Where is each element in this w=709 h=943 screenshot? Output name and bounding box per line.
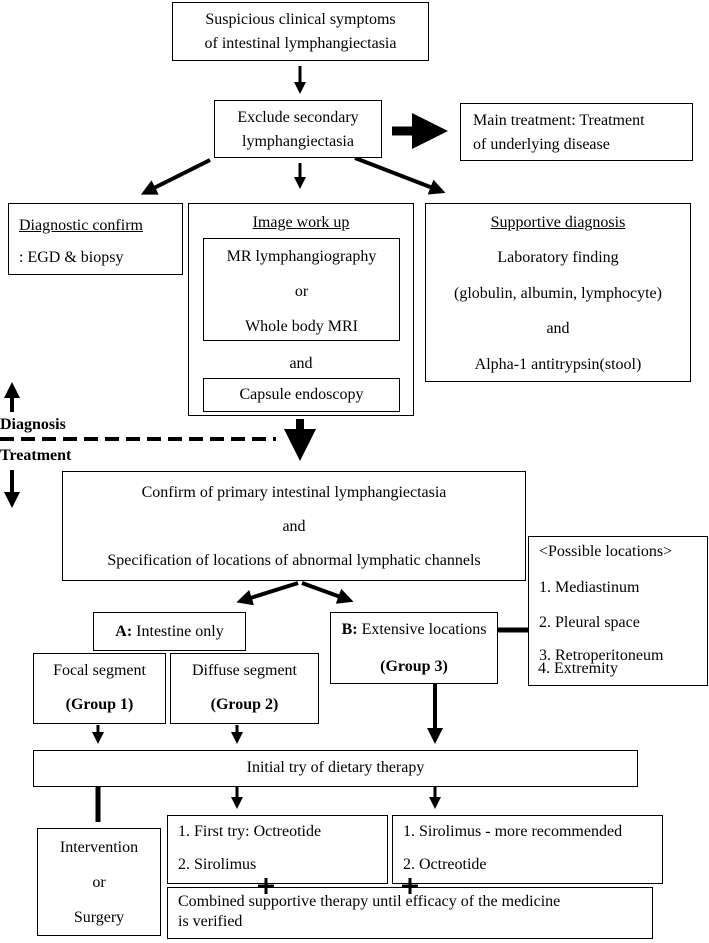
node-text: 3. Retroperitoneum — [529, 647, 664, 665]
group-label: (Group 1) — [65, 696, 134, 713]
node-text: 2. Sirolimus — [178, 856, 257, 873]
node-text: 1. First try: Octreotide — [178, 823, 322, 840]
arrow-to-intestine-only — [236, 581, 299, 606]
node-text: Exclude secondary — [237, 109, 359, 126]
node-text: Extensive locations — [357, 621, 487, 638]
focal-box: Focal segment (Group 1) — [33, 653, 166, 724]
node-title: Diagnostic confirm — [19, 217, 143, 234]
dietary-box: Initial try of dietary therapy — [33, 750, 638, 787]
node-text: 1. Mediastinum — [539, 579, 640, 596]
main-treatment-box: Main treatment: Treatment of underlying … — [460, 103, 693, 161]
node-text: (globulin, albumin, lymphocyte) — [454, 285, 662, 302]
combined-box: Combined supportive therapy until effica… — [167, 887, 653, 939]
group-label: (Group 2) — [210, 696, 279, 713]
arrow-to-extensive — [301, 581, 354, 604]
arrow-to-diagnostic-confirm — [140, 158, 211, 195]
node-text: or — [92, 874, 106, 891]
node-text: Specification of locations of abnormal l… — [107, 552, 481, 569]
exclude-box: Exclude secondary lymphangiectasia — [214, 100, 382, 158]
node-text: of underlying disease — [473, 136, 610, 153]
node-text: Intervention — [59, 839, 139, 856]
node-text: MR lymphangiography — [226, 248, 377, 265]
node-text: Confirm of primary intestinal lymphangie… — [141, 484, 447, 501]
diagnosis-label: Diagnosis — [0, 416, 66, 433]
intestine-only-box: A: Intestine only — [93, 612, 246, 651]
node-text: Focal segment — [53, 662, 146, 679]
symptoms-box: Suspicious clinical symptoms of intestin… — [172, 2, 429, 61]
node-text: 2. Pleural space — [539, 614, 640, 631]
intervention-box: Intervention or Surgery — [37, 828, 161, 936]
node-text: is verified — [178, 913, 243, 930]
mr-box: MR lymphangiography or Whole body MRI — [203, 238, 400, 341]
node-text: Whole body MRI — [245, 318, 358, 335]
group-prefix: A: — [115, 623, 133, 640]
node-text: and — [289, 355, 313, 372]
node-text: Initial try of dietary therapy — [246, 759, 425, 776]
node-text: Surgery — [73, 909, 125, 926]
node-text: Combined supportive therapy until effica… — [178, 893, 561, 910]
image-work-up-box: Image work up MR lymphangiography or Who… — [188, 203, 414, 416]
node-text: of intestinal lymphangiectasia — [204, 35, 397, 52]
node-title: Image work up — [252, 214, 350, 231]
node-text: Capsule endoscopy — [239, 386, 364, 403]
node-text: Diffuse segment — [191, 662, 297, 679]
capsule-box: Capsule endoscopy — [203, 378, 400, 412]
node-text: 2. Octreotide — [403, 856, 487, 873]
confirm-box: Confirm of primary intestinal lymphangie… — [62, 471, 526, 581]
node-text: Alpha-1 antitrypsin(stool) — [474, 356, 642, 373]
extensive-box: B: Extensive locations (Group 3) — [330, 612, 498, 684]
node-text: Suspicious clinical symptoms — [205, 11, 396, 28]
node-text: or — [294, 283, 309, 300]
node-text: and — [282, 518, 306, 535]
node-text: Main treatment: Treatment — [473, 112, 645, 129]
group-label: (Group 3) — [380, 658, 448, 675]
arrow-to-supportive-diagnosis — [354, 156, 446, 195]
node-text: Laboratory finding — [497, 249, 619, 266]
node-text: lymphangiectasia — [242, 133, 354, 150]
node-text: Intestine only — [132, 623, 224, 640]
node-text: 4. Extremity — [538, 660, 618, 677]
diffuse-box: Diffuse segment (Group 2) — [170, 653, 319, 724]
group-prefix: B: — [341, 621, 358, 638]
node-text: : EGD & biopsy — [19, 249, 124, 266]
sirolimus-first-box: 1. Sirolimus - more recommended 2. Octre… — [392, 815, 663, 884]
possible-locations-box: <Possible locations> 1. Mediastinum 2. P… — [528, 536, 708, 686]
node-title: <Possible locations> — [539, 543, 673, 560]
octreotide-first-box: 1. First try: Octreotide 2. Sirolimus — [167, 815, 388, 884]
node-title: Supportive diagnosis — [490, 214, 626, 231]
node-text: 1. Sirolimus - more recommended — [403, 823, 623, 840]
treatment-label: Treatment — [0, 447, 72, 464]
node-text: and — [546, 320, 570, 337]
diagnostic-confirm-box: Diagnostic confirm : EGD & biopsy — [8, 203, 183, 275]
supportive-diagnosis-box: Supportive diagnosis Laboratory finding … — [425, 203, 691, 382]
